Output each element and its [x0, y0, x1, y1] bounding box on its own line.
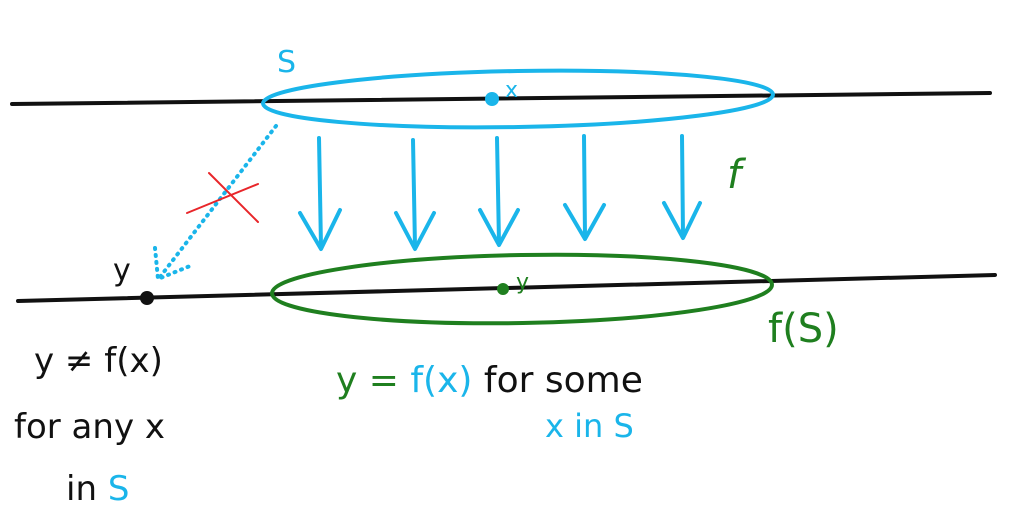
caption-center-for-some: for some: [472, 360, 642, 401]
mapping-arrow: [394, 138, 436, 251]
mapping-arrow: [478, 136, 520, 247]
cross-out-mark: [186, 172, 259, 223]
mapping-arrows: [298, 134, 702, 251]
point-y-image-label: y: [516, 270, 529, 295]
set-s-label: S: [277, 45, 296, 80]
set-s-ellipse: [261, 68, 775, 130]
caption-center-line2: x in S: [545, 407, 634, 445]
caption-left-line3: in S: [66, 469, 129, 509]
caption-left-line1: y ≠ f(x): [34, 341, 163, 381]
caption-center-eq: =: [357, 360, 410, 401]
point-x-dot: [485, 92, 499, 106]
image-fs-ellipse: [270, 252, 774, 326]
mapping-arrow: [298, 136, 342, 251]
image-fs-label: f(S): [768, 306, 839, 352]
caption-left-in: in: [66, 469, 108, 509]
map-f-label: f: [727, 152, 747, 198]
caption-center-y: y: [336, 360, 357, 401]
caption-center-fx: f(x): [410, 360, 472, 401]
point-y-image-dot: [497, 283, 509, 295]
dotted-arrow: [153, 124, 278, 282]
mapping-arrow: [563, 134, 606, 241]
domain-line: [10, 91, 992, 106]
point-y-outside-dot: [140, 291, 154, 305]
caption-left-line2: for any x: [14, 407, 165, 447]
mapping-arrow: [662, 134, 702, 240]
point-y-outside-label: y: [113, 253, 131, 288]
caption-center-line1: y = f(x) for some: [336, 360, 643, 401]
point-x-label: x: [505, 78, 518, 103]
caption-left-s: S: [108, 469, 130, 509]
